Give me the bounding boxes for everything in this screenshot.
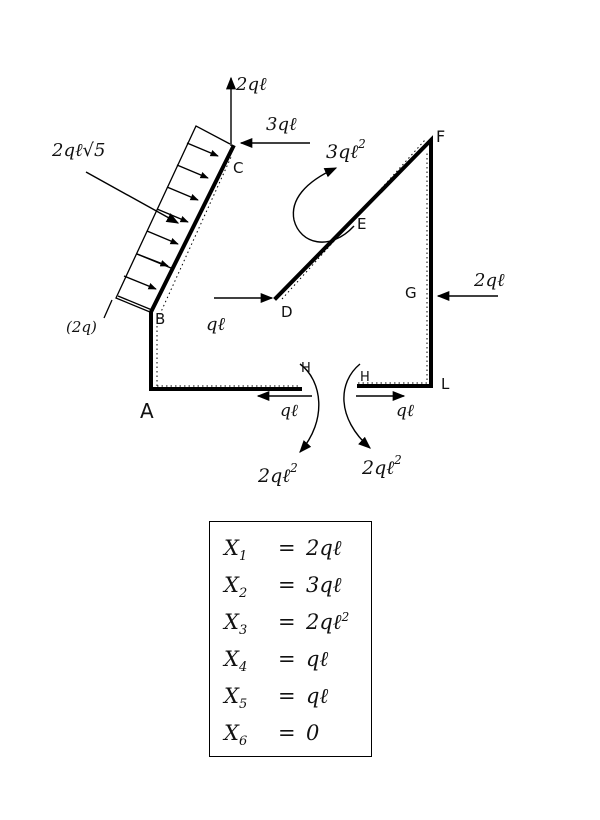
label-h-left: H [301,361,311,376]
result-row: X2 = 3qℓ [224,573,364,603]
e-moment-label: 3qℓ2 [326,137,366,163]
result-value: 2qℓ [306,536,342,560]
result-row: X5 = qℓ [224,684,364,714]
result-variable: X5 [224,684,248,713]
fiber-line-right [281,139,428,384]
h-right-moment-arrow [343,363,371,449]
result-equals: = [278,647,296,671]
fiber-line-left [156,154,300,387]
result-equals: = [278,610,296,634]
d-force-label: qℓ [206,314,226,335]
result-value: qℓ [306,647,329,671]
c-vertical-force-label: 2qℓ [235,74,267,95]
label-f: F [436,127,445,146]
result-equals: = [278,536,296,560]
h-left-force-label: qℓ [280,401,298,421]
result-row: X3 = 2qℓ2 [224,610,364,640]
g-force-label: 2qℓ [473,270,505,291]
label-g: G [405,284,417,302]
resultant-force-arrow [85,171,180,224]
h-left-moment-label: 2qℓ2 [257,461,298,487]
intensity-leader [103,299,113,319]
result-row: X1 = 2qℓ [224,536,364,566]
result-variable: X6 [224,721,248,750]
result-variable: X2 [224,573,248,602]
distributed-load-label: 2qℓ√5 [51,140,105,161]
frame-left-member [149,144,302,391]
e-moment-arrow [292,167,355,243]
label-c: C [233,159,243,177]
h-right-moment-label: 2qℓ2 [361,453,402,479]
result-variable: X4 [224,647,248,676]
label-d: D [281,303,293,321]
label-l: L [441,375,450,393]
result-equals: = [278,721,296,745]
h-right-force-label: qℓ [396,401,414,421]
result-value: qℓ [306,684,329,708]
label-h-right: H [360,370,370,385]
label-b: B [155,310,165,328]
result-equals: = [278,573,296,597]
distributed-intensity-label: (2q) [66,318,97,336]
result-equals: = [278,684,296,708]
c-horizontal-force-label: 3qℓ [266,114,297,135]
result-variable: X1 [224,536,248,565]
result-value: 0 [306,721,320,745]
label-a: A [140,399,154,423]
h-left-moment-arrow [299,363,320,453]
label-e: E [357,215,366,233]
distributed-load [115,125,231,313]
result-variable: X3 [224,610,248,639]
result-value: 2qℓ2 [306,610,350,634]
result-value: 3qℓ [306,573,342,597]
result-row: X6 = 0 [224,721,364,751]
result-row: X4 = qℓ [224,647,364,677]
frame-right-member [273,135,433,388]
